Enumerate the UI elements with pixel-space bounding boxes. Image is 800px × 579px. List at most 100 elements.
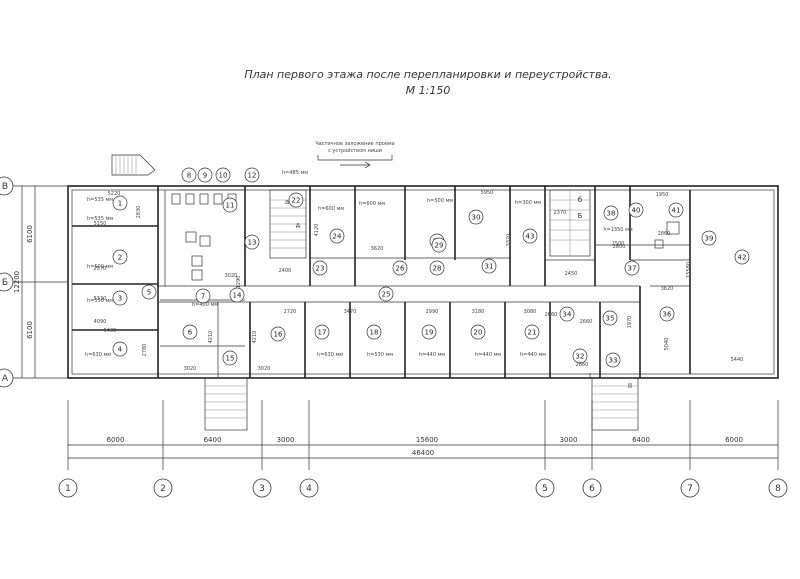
axis-bubble <box>535 478 555 498</box>
room-number: 10 <box>219 172 228 180</box>
room-bubble <box>421 324 437 340</box>
room-bubble <box>312 260 328 276</box>
inner-dimension: 2990 <box>426 309 439 315</box>
room-bubble <box>392 260 408 276</box>
room-number: 37 <box>628 265 637 273</box>
room-bubble <box>734 249 750 265</box>
sill-height: h=440 мм <box>475 352 501 358</box>
room-number: 43 <box>526 233 535 241</box>
sill-height: h=530 мм <box>367 352 393 358</box>
sill-height: h=630 мм <box>317 352 343 358</box>
inner-dimension: 4120 <box>314 224 320 237</box>
stair-letter: I <box>589 372 591 380</box>
room-number: 21 <box>528 329 537 337</box>
sill-height: h=535 мм <box>87 197 113 203</box>
room-bubble <box>288 192 304 208</box>
entry-stair-top-left <box>111 154 156 176</box>
room-number: 9 <box>203 172 207 180</box>
axis-label-left: В <box>2 182 8 192</box>
room-number: 11 <box>226 202 235 210</box>
inner-dimension: 2400 <box>279 268 292 274</box>
room-number: 24 <box>333 233 342 241</box>
inner-dimension: 15580 <box>686 262 692 278</box>
inner-dimension: 4210 <box>208 331 214 344</box>
inner-dimension: 5220 <box>108 191 121 197</box>
room-number: 25 <box>382 291 391 299</box>
room-number: 20 <box>474 329 483 337</box>
axis-label-left: Б <box>2 278 8 288</box>
dimension-segment: 6000 <box>107 436 125 444</box>
room-bubble <box>481 258 497 274</box>
inner-dimension: 3180 <box>472 309 485 315</box>
inner-dimension: 2500 <box>612 241 625 247</box>
room-bubble <box>668 202 684 218</box>
sill-height: h=440 мм <box>419 352 445 358</box>
room-number: 18 <box>370 329 379 337</box>
annotation-line2: с устройством ниши <box>328 147 382 154</box>
sill-height: h=440 мм <box>520 352 546 358</box>
room-bubble <box>366 324 382 340</box>
plan-title: План первого этажа после перепланировки … <box>244 68 611 81</box>
room-number: 7 <box>201 293 205 301</box>
room-number: 32 <box>576 353 585 361</box>
sill-height: h=500 мм <box>427 198 453 204</box>
inner-dimension: 3470 <box>344 309 357 315</box>
inner-dimension: 4210 <box>252 331 258 344</box>
room-bubble <box>182 324 198 340</box>
axis-bubble <box>768 478 788 498</box>
room-bubble <box>244 167 260 183</box>
room-bubble <box>112 290 128 306</box>
axis-label: 3 <box>259 484 265 494</box>
room-bubble <box>659 306 675 322</box>
room-bubble <box>181 167 197 183</box>
room-number: 22 <box>292 197 301 205</box>
room-bubble <box>524 324 540 340</box>
room-bubble <box>112 195 128 211</box>
axis-bubble-left <box>0 272 14 292</box>
room-number: 16 <box>274 331 283 339</box>
plan-scale: М 1:150 <box>406 84 451 97</box>
inner-dimension: 2660 <box>580 319 593 325</box>
room-bubble <box>195 288 211 304</box>
sill-heights: h=535 ммh=535 ммh=500 ммh=550 ммh=630 мм… <box>85 170 633 358</box>
dim-total: 46400 <box>412 449 434 457</box>
stair-b <box>549 189 591 257</box>
room-bubble <box>112 249 128 265</box>
sill-height: h=600 мм <box>359 201 385 207</box>
inner-dimension: 4090 <box>94 319 107 325</box>
room-bubble <box>314 324 330 340</box>
room-bubble <box>222 350 238 366</box>
inner-dimension: 5040 <box>664 338 670 351</box>
inner-dimension: 2450 <box>565 271 578 277</box>
inner-dimension: 5440 <box>731 357 744 363</box>
room-number: 1 <box>118 200 122 208</box>
room-number: 35 <box>606 315 615 323</box>
room-number: 12 <box>248 172 257 180</box>
dim-left-2: 6100 <box>26 321 34 339</box>
stair-letter: II <box>628 382 632 390</box>
entry-stair-bottom-left <box>204 377 248 431</box>
annotation-bracket <box>317 155 393 161</box>
inner-dimension: 2830 <box>136 206 142 219</box>
dimension-segment: 6000 <box>725 436 743 444</box>
inner-dimension: 3020 <box>258 366 271 372</box>
room-bubble <box>605 352 621 368</box>
room-number: 4 <box>118 346 123 354</box>
room-number: 36 <box>663 311 672 319</box>
room-number: 28 <box>433 265 442 273</box>
room-number: 13 <box>248 239 257 247</box>
inner-dimension: 2800 <box>613 244 626 250</box>
dimension-segment: 6400 <box>204 436 222 444</box>
axis-label: 6 <box>589 484 595 494</box>
room-number: 41 <box>672 207 681 215</box>
stair-letter: А <box>296 222 301 230</box>
axis-bubble-left <box>0 176 14 196</box>
room-bubble <box>572 348 588 364</box>
room-bubble <box>141 284 157 300</box>
sill-height: h=535 мм <box>87 216 113 222</box>
sill-height: h=485 мм <box>282 170 308 176</box>
inner-dimension: 2860 <box>658 231 671 237</box>
room-bubble <box>701 230 717 246</box>
